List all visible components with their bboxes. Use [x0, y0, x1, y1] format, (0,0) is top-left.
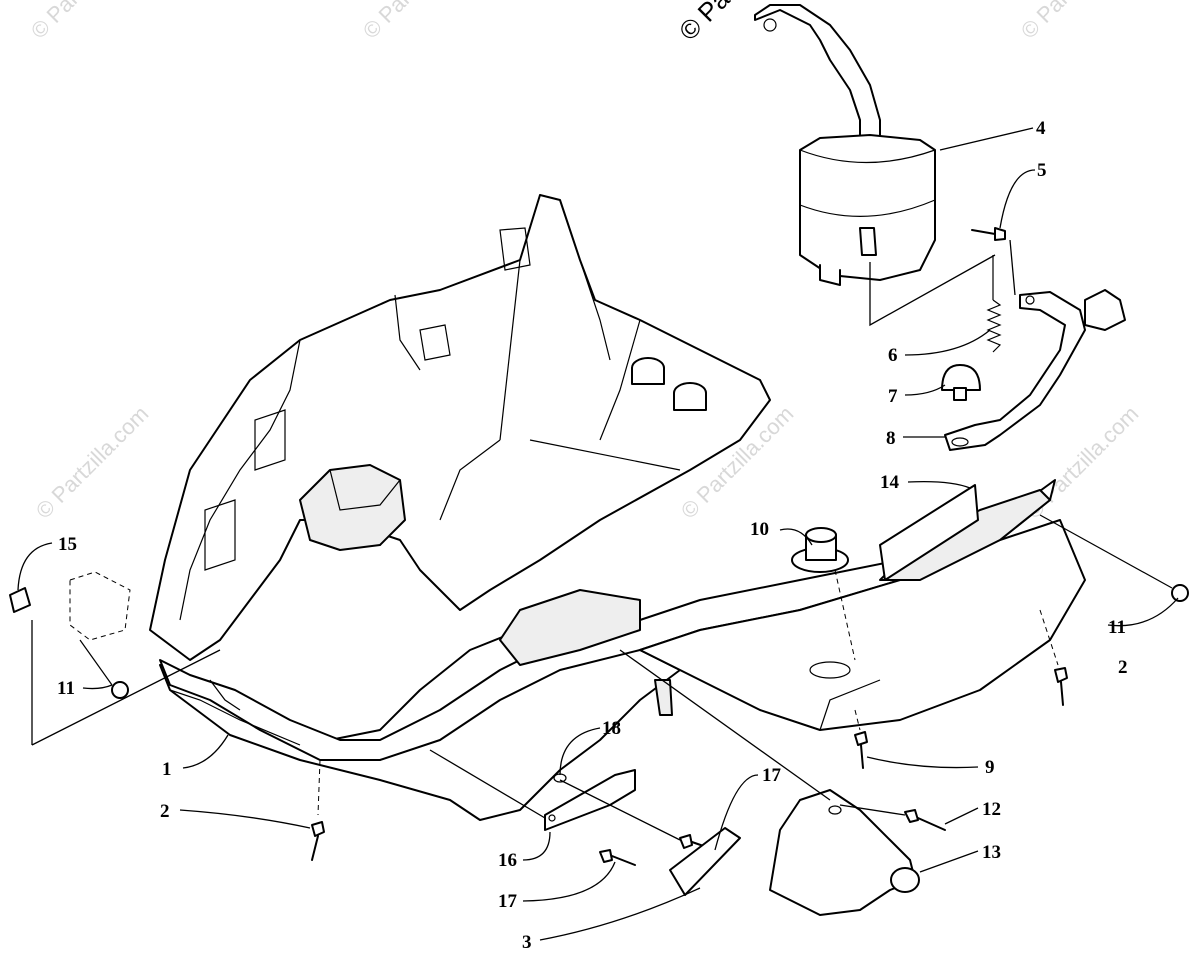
- grommet: [791, 527, 856, 661]
- screw: [1039, 514, 1189, 602]
- callout-13: 13: [982, 842, 1001, 863]
- assembly-line: [31, 649, 221, 746]
- callout-1: 1: [162, 759, 172, 780]
- footrest-bracket: [544, 769, 636, 831]
- callout-18: 18: [602, 718, 621, 739]
- callout-17: 17: [762, 765, 782, 786]
- callout-6: 6: [888, 345, 898, 366]
- assembly-line: [559, 779, 681, 841]
- assembly-line: [317, 759, 321, 816]
- callout-2: 2: [1118, 657, 1128, 678]
- rivet: [854, 731, 868, 769]
- muffler-bracket: [944, 289, 1126, 451]
- assembly-line: [839, 804, 906, 816]
- callout-8: 8: [886, 428, 896, 449]
- reflector: [669, 827, 741, 896]
- muffler: [754, 4, 936, 286]
- rivet: [599, 849, 636, 866]
- callout-12: 12: [982, 799, 1001, 820]
- callout-11: 11: [1108, 617, 1126, 638]
- callouts: 1 2 2 3 4 5 6 7 8 9 10 11 11 12 13 14 15…: [57, 118, 1128, 953]
- rivet: [1054, 667, 1068, 706]
- callout-16: 16: [498, 850, 517, 871]
- rivet: [971, 227, 1006, 241]
- callout-14: 14: [880, 472, 900, 493]
- rivet: [311, 821, 325, 861]
- assembly-line: [854, 709, 861, 731]
- spring: [986, 255, 1002, 353]
- clip-bracket: [9, 571, 131, 641]
- callout-10: 10: [750, 519, 769, 540]
- bumper-knob: [941, 364, 981, 401]
- copyright-text: © Pa: [673, 0, 736, 46]
- rivet: [904, 809, 946, 831]
- mount-knob: [631, 357, 665, 385]
- callout-15: 15: [58, 534, 77, 555]
- watermark: © Partzilla.com: [358, 0, 481, 44]
- exhaust-boot: [769, 789, 920, 916]
- watermark: © Partzilla.com: [1016, 0, 1139, 44]
- assembly-line: [1009, 239, 1016, 296]
- callout-3: 3: [522, 932, 532, 953]
- assembly-line: [619, 649, 831, 801]
- watermark: © Partzilla.com: [26, 0, 149, 44]
- assembly-line: [429, 749, 546, 819]
- callout-11: 11: [57, 678, 75, 699]
- assembly-line: [869, 254, 996, 327]
- decal: [879, 484, 979, 581]
- belly-pan: [149, 194, 1086, 821]
- callout-4: 4: [1036, 118, 1046, 139]
- mount-knob: [673, 382, 707, 411]
- screw: [79, 639, 129, 699]
- callout-7: 7: [888, 386, 898, 407]
- callout-9: 9: [985, 757, 995, 778]
- callout-leaders: [17, 127, 1179, 941]
- callout-5: 5: [1037, 160, 1047, 181]
- watermark: © Partzilla.com: [31, 401, 154, 524]
- assembly-line: [1039, 609, 1059, 666]
- callout-17: 17: [498, 891, 518, 912]
- callout-2: 2: [160, 801, 170, 822]
